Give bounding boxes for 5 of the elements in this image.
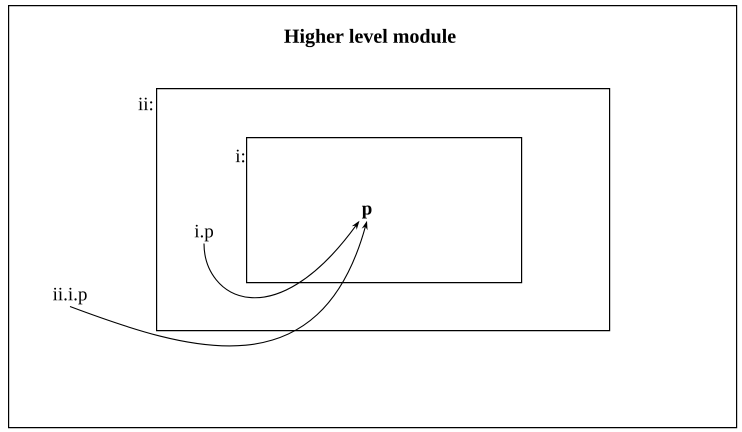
node-label: ii: bbox=[138, 98, 152, 110]
port-label: i.p bbox=[194, 224, 214, 242]
port-label: ii.i.p bbox=[52, 288, 87, 304]
node-label: i: bbox=[236, 150, 244, 162]
port-label: p bbox=[362, 206, 372, 218]
